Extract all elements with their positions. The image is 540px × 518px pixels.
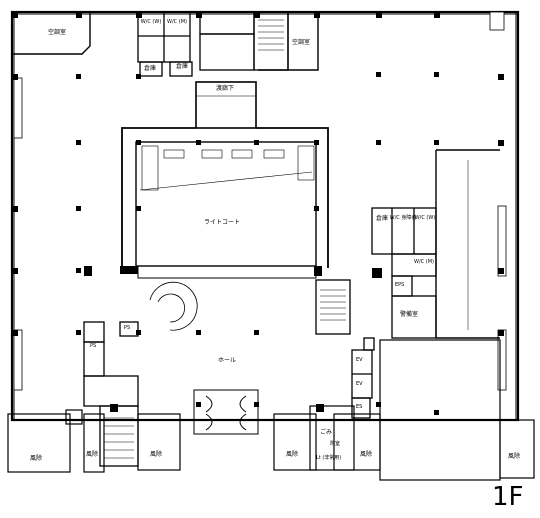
ps-label: PS <box>124 325 131 331</box>
es-label: ES <box>356 404 363 410</box>
entrance-label-5: 風除 <box>360 451 373 458</box>
entrance-label-4: 風除 <box>286 451 299 458</box>
eps-label: EPS <box>395 282 405 288</box>
lift-label: Lt (非常用) <box>316 455 342 461</box>
elevator-core <box>351 337 375 419</box>
ev1-label: EV <box>356 357 363 363</box>
floor-number-label: 1F <box>492 482 524 512</box>
ps-label-2: PS <box>90 343 97 349</box>
outer-walls <box>10 10 520 422</box>
entrance-label-6: 風除 <box>508 453 521 460</box>
entrance-label-1: 風除 <box>30 455 43 462</box>
trash-label: ごみ <box>320 429 333 436</box>
office-label: 警備室 <box>400 311 419 318</box>
stair-center <box>315 279 351 335</box>
columns <box>12 12 504 415</box>
corridor-label: 渡廊下 <box>216 85 235 92</box>
air-room-left-label: 空調室 <box>48 29 67 36</box>
entrance-label-3: 風除 <box>150 451 163 458</box>
corridor <box>195 81 257 129</box>
air-room-right-label: 空調室 <box>292 39 311 46</box>
storage-left2-label: 倉庫 <box>176 63 189 70</box>
entrance-label-2: 風除 <box>86 451 99 458</box>
upper-service-block <box>137 11 289 77</box>
light-court-outline <box>121 127 329 279</box>
wc-men-left-label: W/C (M) <box>167 19 187 25</box>
entrance-vestibules <box>7 339 535 481</box>
window-bands <box>13 11 507 391</box>
wc-disabled-label: W/C 身障者 <box>389 215 417 221</box>
spiral-stair <box>149 281 198 331</box>
fuzoku-label: 附室 <box>330 441 341 447</box>
ev2-label: EV <box>356 381 363 387</box>
wc-women-right-label: W/C (W) <box>414 215 436 221</box>
right-service-core <box>371 149 500 339</box>
revolving-door <box>193 389 259 435</box>
hall-label: ホール <box>218 357 237 364</box>
storage-left-label: 倉庫 <box>144 65 157 72</box>
air-room-left <box>12 12 91 55</box>
wc-women-left-label: W/C (W) <box>140 19 162 25</box>
storage-right-label: 倉庫 <box>376 215 389 222</box>
wc-men-right-label: W/C (M) <box>414 259 434 265</box>
light-court-label: ライトコート <box>204 219 241 226</box>
